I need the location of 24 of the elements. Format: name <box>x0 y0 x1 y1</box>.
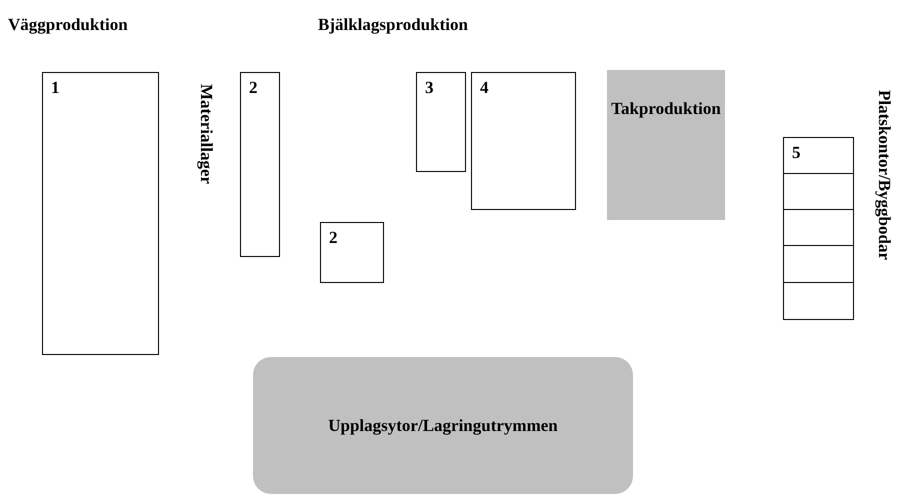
numbered-area-box <box>471 72 576 210</box>
zone-label: Bjälklagsproduktion <box>318 16 468 33</box>
numbered-area-box <box>42 72 159 355</box>
area-number: 5 <box>792 144 802 161</box>
area-number: 3 <box>425 79 434 96</box>
zone-label: Materiallager <box>198 84 215 184</box>
numbered-area-box <box>320 222 384 283</box>
area-box <box>783 209 854 246</box>
numbered-area-box <box>783 137 854 174</box>
area-block <box>253 357 633 494</box>
zone-label: Platskontor/Byggbodar <box>876 90 893 260</box>
area-number: 2 <box>249 79 258 96</box>
area-number: 1 <box>51 79 60 96</box>
numbered-area-box <box>240 72 280 257</box>
area-box <box>783 282 854 320</box>
area-number: 4 <box>480 79 490 96</box>
numbered-area-box <box>416 72 466 172</box>
area-box <box>783 173 854 210</box>
zone-label: Väggproduktion <box>8 16 128 33</box>
area-box <box>783 245 854 283</box>
area-label: Takproduktion <box>611 100 721 117</box>
area-number: 2 <box>329 229 338 246</box>
area-label: Upplagsytor/Lagringutrymmen <box>328 417 558 434</box>
area-block <box>607 70 725 220</box>
